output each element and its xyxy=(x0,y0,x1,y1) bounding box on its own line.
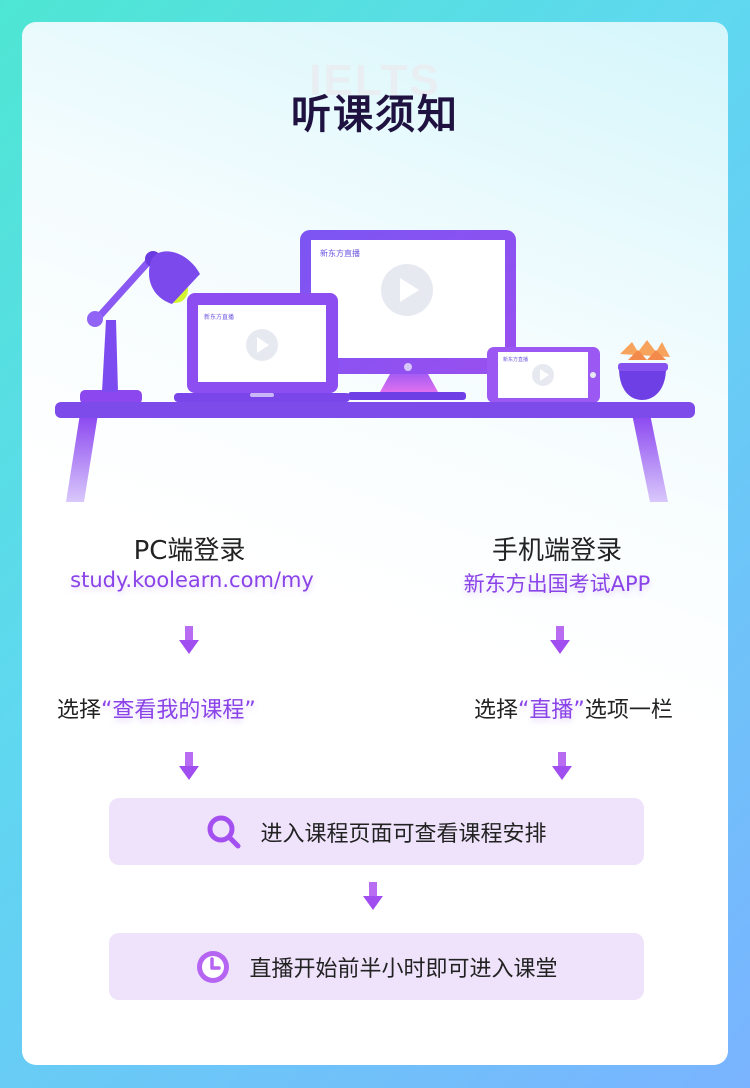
phone-brand: 新东方直播 xyxy=(503,356,528,363)
arrow-down-icon xyxy=(363,882,383,910)
info-card: IELTS 听课须知 xyxy=(22,22,728,1065)
laptop-brand: 新东方直播 xyxy=(204,313,234,321)
clock-icon xyxy=(197,950,230,983)
mobile-step-prefix: 选择 xyxy=(474,698,519,723)
plant-icon xyxy=(618,340,670,400)
title-watermark: IELTS xyxy=(309,56,441,105)
live-entry-text: 直播开始前半小时即可进入课堂 xyxy=(249,956,558,982)
desk-lamp-icon xyxy=(80,251,200,404)
live-entry-box: 直播开始前半小时即可进入课堂 xyxy=(109,933,644,1000)
desk-illustration: 新东方直播 新东方直播 新东方直播 xyxy=(55,230,695,502)
arrow-down-icon xyxy=(179,752,199,780)
laptop-icon: 新东方直播 xyxy=(174,293,350,402)
pc-step-highlight: “查看我的课程” xyxy=(101,698,256,723)
monitor-icon: 新东方直播 xyxy=(300,230,516,400)
pc-login-url[interactable]: study.koolearn.com/my xyxy=(70,568,314,592)
search-icon xyxy=(207,815,241,848)
desk-leg-left xyxy=(66,414,98,502)
mobile-login-app: 新东方出国考试APP xyxy=(463,572,651,596)
phone-icon: 新东方直播 xyxy=(487,347,600,403)
pc-login-heading: PC端登录 xyxy=(133,536,246,566)
desk-top xyxy=(55,402,695,418)
mobile-step-highlight: “直播” xyxy=(518,698,585,723)
pc-step-text: 选择“查看我的课程” xyxy=(57,692,256,724)
mobile-step-text: 选择“直播”选项一栏 xyxy=(474,692,673,724)
arrow-down-icon xyxy=(552,752,572,780)
course-schedule-text: 进入课程页面可查看课程安排 xyxy=(260,821,547,847)
page-title: 听课须知 xyxy=(291,92,459,138)
mobile-step-suffix: 选项一栏 xyxy=(584,698,673,723)
course-schedule-box: 进入课程页面可查看课程安排 xyxy=(109,798,644,865)
mobile-login-heading: 手机端登录 xyxy=(491,536,622,566)
pc-step-prefix: 选择 xyxy=(57,698,102,723)
monitor-brand: 新东方直播 xyxy=(320,248,360,258)
arrow-down-icon xyxy=(179,626,199,654)
arrow-down-icon xyxy=(550,626,570,654)
desk-leg-right xyxy=(632,414,668,502)
